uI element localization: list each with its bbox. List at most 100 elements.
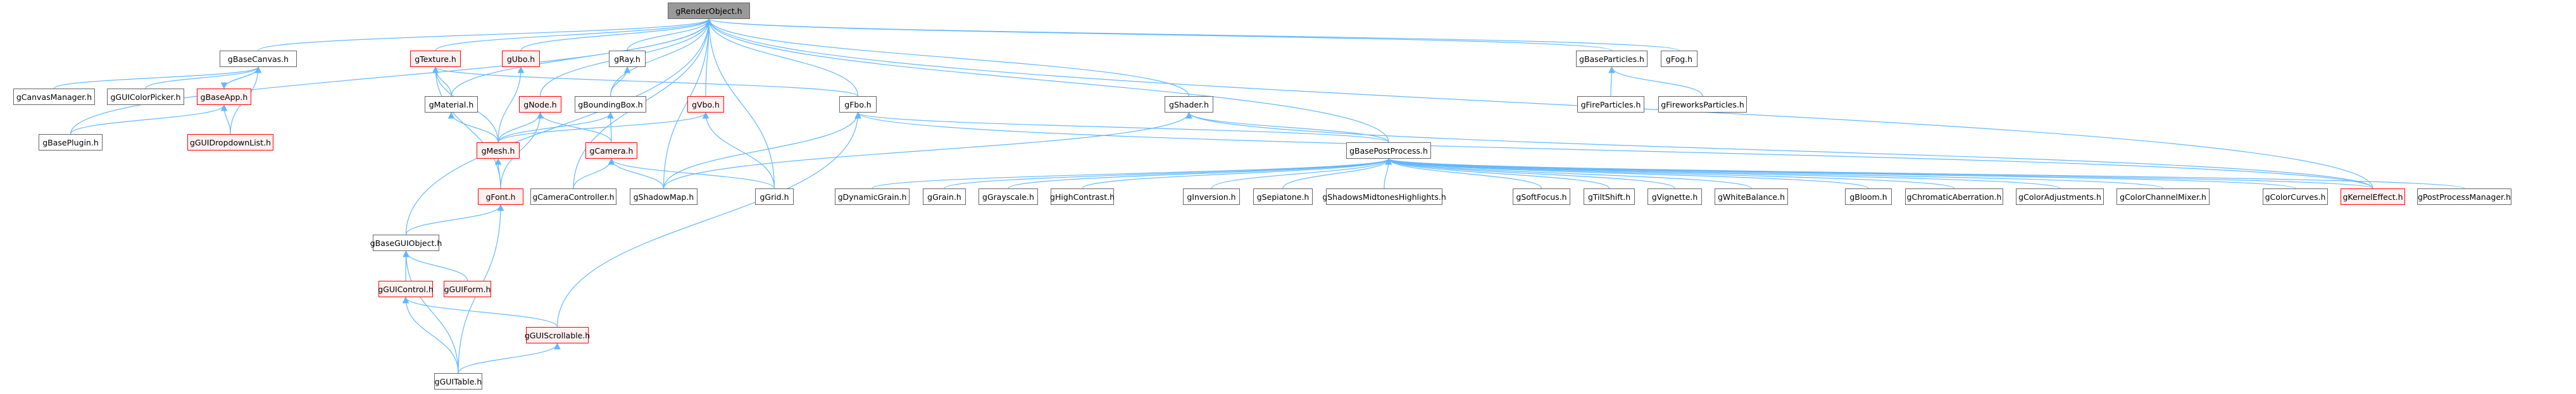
node-gtexture[interactable]: gTexture.h	[410, 51, 461, 67]
node-gbasepostprocess[interactable]: gBasePostProcess.h	[1346, 142, 1431, 159]
node-gguicontrol[interactable]: gGUIControl.h	[378, 281, 434, 297]
edge-kerneleffect-to-root	[705, 18, 2373, 189]
edge-mesh-to-boundingbox	[497, 111, 614, 143]
edge-boundingbox-to-root	[610, 18, 713, 97]
node-gcamera[interactable]: gCamera.h	[585, 142, 637, 159]
edge-basecanvas-to-root	[258, 18, 713, 51]
edge-guitable-to-guiscrollable	[458, 342, 561, 374]
edge-shadowmap-to-shader	[663, 111, 1192, 189]
node-gubo[interactable]: gUbo.h	[502, 51, 540, 67]
node-gbloom[interactable]: gBloom.h	[1845, 188, 1892, 205]
node-gchromaticaberration[interactable]: gChromaticAberration.h	[1905, 188, 2003, 205]
node-gkerneleffect[interactable]: gKernelEffect.h	[2341, 188, 2405, 205]
node-ginversion[interactable]: gInversion.h	[1183, 188, 1240, 205]
edge-coloradjust-to-basepostprocess	[1385, 157, 2061, 189]
edge-fireworksparticles-to-baseparticles	[1608, 66, 1703, 97]
node-gfireworksparticles[interactable]: gFireworksParticles.h	[1658, 96, 1747, 113]
edge-canvasmanager-to-basecanvas	[53, 66, 262, 89]
edge-camera-to-boundingbox	[607, 111, 614, 143]
edge-tiltshift-to-basepostprocess	[1385, 157, 1610, 189]
node-gfog[interactable]: gFog.h	[1661, 51, 1698, 67]
edge-vignette-to-basepostprocess	[1385, 157, 1675, 189]
edge-basepostprocess-to-fbo	[854, 111, 1389, 143]
edge-shader-to-root	[705, 18, 1190, 97]
edge-grid-to-vbo	[702, 111, 775, 189]
edge-font-to-mesh	[494, 157, 502, 189]
edge-guicolorpicker-to-basecanvas	[145, 66, 262, 89]
edge-mesh-to-material	[447, 111, 499, 143]
node-gmesh[interactable]: gMesh.h	[477, 142, 520, 159]
node-gray[interactable]: gRay.h	[609, 51, 646, 67]
edge-baseplugin-to-root	[70, 18, 713, 135]
node-gguitable[interactable]: gGUITable.h	[434, 373, 482, 390]
node-gfireparticles[interactable]: gFireParticles.h	[1577, 96, 1644, 113]
node-gguidropdownlist[interactable]: gGUIDropdownList.h	[187, 134, 273, 151]
edge-material-to-root	[451, 18, 713, 97]
node-gbaseparticles[interactable]: gBaseParticles.h	[1576, 51, 1648, 67]
node-gbasecanvas[interactable]: gBaseCanvas.h	[220, 51, 297, 67]
node-gguiform[interactable]: gGUIForm.h	[444, 281, 491, 297]
node-gbaseapp[interactable]: gBaseApp.h	[197, 89, 251, 105]
node-gguiscrollable[interactable]: gGUIScrollable.h	[525, 327, 590, 343]
edge-grayscale-to-basepostprocess	[1008, 157, 1392, 189]
edge-basepostprocess-to-shader	[1185, 111, 1389, 143]
edge-mesh-to-ubo	[497, 66, 525, 143]
edge-chromatic-to-basepostprocess	[1385, 157, 1955, 189]
node-gmaterial[interactable]: gMaterial.h	[425, 96, 478, 113]
node-ghighcontrast[interactable]: gHighContrast.h	[1050, 188, 1115, 205]
edge-ubo-to-root	[520, 18, 713, 51]
edge-fireparticles-to-baseparticles	[1608, 66, 1615, 97]
edge-fbo-to-root	[705, 18, 859, 97]
edge-softfocus-to-basepostprocess	[1385, 157, 1542, 189]
edge-baseparticles-to-root	[706, 18, 1613, 51]
edge-baseguiobject-to-font	[405, 204, 504, 235]
node-gpostprocessmanager[interactable]: gPostProcessManager.h	[2417, 188, 2511, 205]
edge-camera-to-node	[537, 111, 612, 143]
edge-shadowmap-to-camera	[608, 157, 665, 189]
edge-guidropdown-to-baseapp	[220, 104, 231, 135]
edge-shadowmap-to-root	[663, 18, 713, 189]
edge-kerneleffect-to-fbo	[854, 111, 2373, 189]
node-gshader[interactable]: gShader.h	[1165, 96, 1213, 113]
node-gdynamicgrain[interactable]: gDynamicGrain.h	[835, 188, 910, 205]
node-gsepiatone[interactable]: gSepiatone.h	[1253, 188, 1313, 205]
node-gguicolorpicker[interactable]: gGUIColorPicker.h	[107, 89, 184, 105]
edge-basecanvas-to-baseapp	[220, 66, 259, 90]
edge-fbo-to-texture	[432, 66, 859, 97]
node-gfbo[interactable]: gFbo.h	[839, 96, 877, 113]
node-ggrid[interactable]: gGrid.h	[755, 188, 794, 205]
edge-highcontrast-to-basepostprocess	[1082, 157, 1392, 189]
edge-font-to-texture	[432, 66, 501, 189]
node-gsoftfocus[interactable]: gSoftFocus.h	[1513, 188, 1570, 205]
node-gtiltshift[interactable]: gTiltShift.h	[1584, 188, 1635, 205]
node-gwhitebalance[interactable]: gWhiteBalance.h	[1715, 188, 1788, 205]
node-gboundingbox[interactable]: gBoundingBox.h	[575, 96, 646, 113]
edge-grain-to-basepostprocess	[944, 157, 1392, 189]
node-gvignette[interactable]: gVignette.h	[1648, 188, 1702, 205]
edge-boundingbox-to-ray	[610, 66, 631, 97]
node-gnode[interactable]: gNode.h	[519, 96, 561, 113]
edge-basepostprocess-to-root	[705, 18, 1389, 143]
node-gcanvasmanager[interactable]: gCanvasManager.h	[13, 89, 95, 105]
node-gcameracontroller[interactable]: gCameraController.h	[530, 188, 616, 205]
node-gfont[interactable]: gFont.h	[478, 188, 523, 205]
edge-font-to-node	[500, 111, 544, 189]
node-gcoloradjustments[interactable]: gColorAdjustments.h	[2016, 188, 2104, 205]
node-ggrayscale[interactable]: gGrayscale.h	[979, 188, 1038, 205]
node-gcolorchannelmixer[interactable]: gColorChannelMixer.h	[2116, 188, 2210, 205]
node-gbaseguiobject[interactable]: gBaseGUIObject.h	[370, 235, 442, 251]
node-gshadowmap[interactable]: gShadowMap.h	[630, 188, 697, 205]
node-gshadowsmidtoneshighlights[interactable]: gShadowsMidtonesHighlights.h	[1322, 188, 1446, 205]
edge-sepiatone-to-basepostprocess	[1282, 157, 1392, 189]
node-gbaseplugin[interactable]: gBasePlugin.h	[39, 134, 103, 151]
node-ggrain[interactable]: gGrain.h	[923, 188, 966, 205]
node-gcolorcurves[interactable]: gColorCurves.h	[2263, 188, 2328, 205]
edge-mesh-to-vbo	[497, 111, 710, 143]
node-grenderobject[interactable]: gRenderObject.h	[668, 3, 750, 19]
node-gvbo[interactable]: gVbo.h	[687, 96, 724, 113]
edge-fog-to-root	[706, 18, 1680, 51]
edge-colormixer-to-basepostprocess	[1385, 157, 2164, 189]
edge-baseplugin-to-baseapp	[70, 104, 228, 135]
edge-kerneleffect-to-shader	[1185, 111, 2373, 189]
edge-grid-to-root	[705, 18, 775, 189]
